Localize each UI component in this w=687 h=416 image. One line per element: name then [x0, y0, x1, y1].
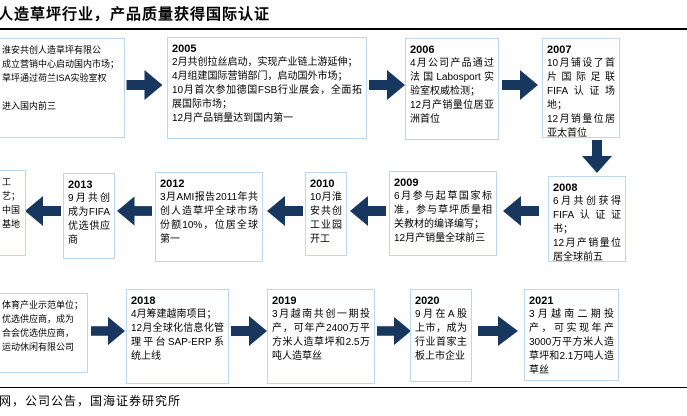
- arrow-left-icon: [503, 196, 539, 226]
- arrow-right-icon: [231, 316, 267, 346]
- year-label: 2007: [547, 44, 572, 56]
- arrow-right-icon: [369, 70, 405, 100]
- year-label: 2019: [272, 295, 297, 307]
- timeline-box-2013: 2013 9月共创成为FIFA优选供应商: [63, 173, 115, 259]
- arrow-right-icon: [501, 70, 539, 100]
- timeline-box-2007: 2007 10月铺设了首片国际足联FIFA认证场地； 12月销量位居亚太首位: [542, 38, 620, 139]
- box-text: 4月筹建越南项目； 12月全球化信息化管理平台SAP-ERP系统上线: [131, 309, 224, 362]
- year-label: 2021: [529, 295, 554, 307]
- timeline-box-2021: 2021 3月越南二期投产，可实现年产3000万平方米人造草坪和2.1万吨人造草…: [524, 289, 619, 381]
- arrow-left-icon: [350, 196, 386, 226]
- arrow-right-icon: [478, 316, 518, 346]
- timeline-box-2012: 2012 3月AMI报告2011年共创人造草坪全球市场份额10%，位居全球第一: [155, 172, 263, 262]
- timeline-box-early-cut: 淮安共创人造草坪有限公 成立营销中心启动国内市场； 草坪通过荷兰ISA实验室权 …: [0, 38, 125, 138]
- year-label: 2012: [160, 178, 185, 190]
- box-text: 10月铺设了首片国际足联FIFA认证场地； 12月销量位居亚太首位: [547, 58, 615, 139]
- year-label: 2020: [415, 295, 440, 307]
- box-text: 9月共创成为FIFA优选供应商: [68, 193, 110, 246]
- box-text: 6月参与起草国家标准，参与草坪质量相关教材的编译编写； 12月产销量全球前三: [394, 191, 492, 244]
- year-label: 2010: [310, 178, 335, 190]
- box-text: 4月公司产品通过法国Labosport实验室权威检测； 12月产销量位居亚洲首位: [410, 58, 494, 125]
- timeline-box-2020: 2020 9月在A股上市，成为行业首家主板上市企业: [410, 289, 472, 382]
- year-label: 2013: [68, 179, 93, 191]
- arrow-left-icon: [25, 196, 61, 226]
- box-text: 10月淮安共创工业园开工: [310, 192, 342, 245]
- timeline-box-2008: 2008 6月共创获得FIFA认证证书； 12月产销量位居全球前五: [548, 176, 626, 263]
- box-text: 淮安共创人造草坪有限公 成立营销中心启动国内市场； 草坪通过荷兰ISA实验室权 …: [2, 45, 120, 111]
- box-text: 9月在A股上市，成为行业首家主板上市企业: [415, 309, 467, 362]
- box-text: 3月越南二期投产，可实现年产3000万平方米人造草坪和2.1万吨人造草丝: [529, 309, 614, 376]
- source-note: 网，公司公告，国海证券研究所: [0, 394, 182, 408]
- footer-rule: [0, 387, 687, 388]
- box-text: 3月越南共创一期投产，可年产2400万平方米人造草坪和2.5万吨人造草丝: [272, 309, 370, 362]
- arrow-down-icon: [582, 140, 612, 173]
- figure-title: 人造草坪行业，产品质量获得国际认证: [0, 6, 271, 23]
- timeline-box-2018: 2018 4月筹建越南项目； 12月全球化信息化管理平台SAP-ERP系统上线: [126, 289, 229, 384]
- arrow-left-icon: [117, 196, 152, 226]
- timeline-box-2019: 2019 3月越南共创一期投产，可年产2400万平方米人造草坪和2.5万吨人造草…: [267, 289, 375, 384]
- timeline-box-2005: 2005 2月共创拉丝启动，实现产业链上游延伸； 4月组建国际营销部门，启动国外…: [167, 37, 367, 139]
- timeline-box-2006: 2006 4月公司产品通过法国Labosport实验室权威检测； 12月产销量位…: [405, 38, 499, 140]
- box-text: 2月共创拉丝启动，实现产业链上游延伸； 4月组建国际营销部门，启动国外市场； 1…: [172, 57, 362, 124]
- arrow-right-icon: [91, 316, 125, 346]
- box-text: 工艺； 中国 基地: [2, 177, 21, 229]
- year-label: 2005: [172, 43, 197, 55]
- year-label: 2008: [553, 182, 578, 194]
- box-text: 体育产业示范单位； 优选供应商，成为 合会优选供应商， 运动休闲有限公司: [2, 300, 84, 352]
- box-text: 3月AMI报告2011年共创人造草坪全球市场份额10%，位居全球第一: [160, 192, 258, 245]
- box-text: 6月共创获得FIFA认证证书； 12月产销量位居全球前五: [553, 196, 621, 263]
- timeline-box-late-cut: 体育产业示范单位； 优选供应商，成为 合会优选供应商， 运动休闲有限公司: [0, 293, 88, 373]
- arrow-right-icon: [377, 316, 411, 346]
- title-rule: [0, 28, 687, 30]
- year-label: 2006: [410, 44, 435, 56]
- year-label: 2018: [131, 295, 156, 307]
- arrow-left-icon: [267, 196, 303, 226]
- timeline-box-2010: 2010 10月淮安共创工业园开工: [305, 172, 347, 256]
- year-label: 2009: [394, 177, 419, 189]
- timeline-box-mid-cut: 工艺； 中国 基地: [0, 170, 26, 256]
- arrow-right-icon: [126, 70, 163, 100]
- timeline-box-2009: 2009 6月参与起草国家标准，参与草坪质量相关教材的编译编写； 12月产销量全…: [389, 171, 497, 256]
